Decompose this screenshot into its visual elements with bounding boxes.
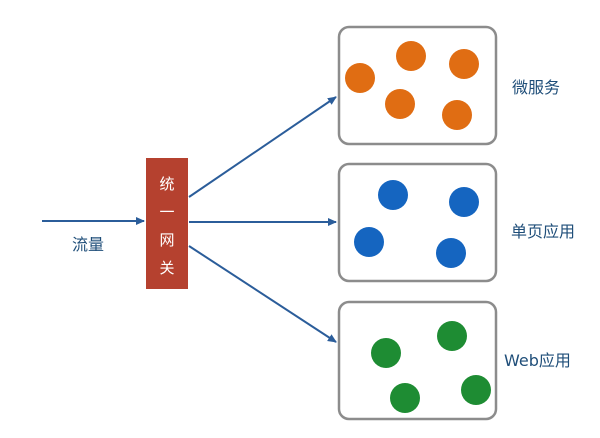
microservice-node xyxy=(449,49,479,79)
spa-label: 单页应用 xyxy=(511,222,575,241)
spa-box xyxy=(337,162,498,283)
gateway-char-4: 关 xyxy=(159,259,174,277)
web-app-node xyxy=(437,321,467,351)
gateway-char-3: 网 xyxy=(159,231,174,249)
spa-node xyxy=(436,238,466,268)
microservice-node xyxy=(385,89,415,119)
microservice-node xyxy=(442,100,472,130)
microservice-node xyxy=(345,63,375,93)
arrow-to-microservices xyxy=(188,96,337,198)
web-app-node xyxy=(390,383,420,413)
microservices-label: 微服务 xyxy=(512,78,560,97)
group-spa: 单页应用 xyxy=(337,162,575,283)
spa-node xyxy=(354,227,384,257)
unified-gateway: 统 一 网 关 xyxy=(146,158,188,289)
traffic-label: 流量 xyxy=(72,235,104,254)
microservice-node xyxy=(396,41,426,71)
gateway-char-2: 一 xyxy=(159,203,174,221)
web-app-node xyxy=(461,375,491,405)
arrow-to-web-app xyxy=(188,245,337,343)
group-web-app: Web应用 xyxy=(337,300,571,421)
gateway-char-1: 统 xyxy=(159,175,174,193)
group-microservices: 微服务 xyxy=(337,25,560,146)
spa-node xyxy=(378,180,408,210)
web-app-node xyxy=(371,338,401,368)
web-app-label: Web应用 xyxy=(504,351,571,370)
spa-node xyxy=(449,187,479,217)
gateway-box xyxy=(146,158,188,289)
